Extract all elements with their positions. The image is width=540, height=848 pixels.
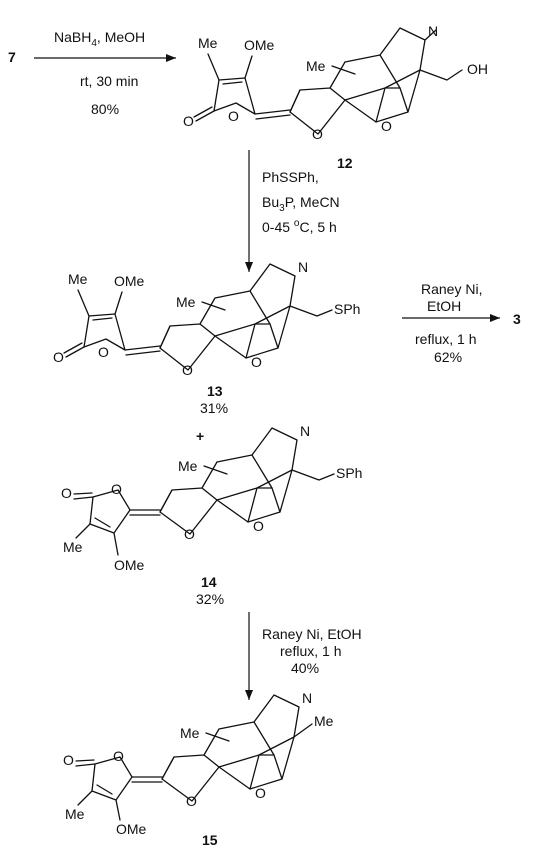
c14-me-label: Me	[63, 539, 83, 555]
step2-reagent2: Bu3P, MeCN	[262, 194, 340, 214]
c12-me-label: Me	[198, 35, 218, 51]
step4-reagent: Raney Ni, EtOH	[262, 626, 362, 642]
c13-carbonyl-o: O	[53, 349, 64, 365]
compound-3-label: 3	[513, 311, 521, 327]
step4-arrowhead	[245, 690, 253, 700]
c12-n-label: N	[428, 23, 438, 39]
c14-n-label: N	[300, 423, 310, 439]
c14-sph-label: SPh	[336, 465, 362, 481]
compound-7-label: 7	[8, 49, 16, 65]
c13-me-label: Me	[68, 271, 88, 287]
c12-carbonyl-o: O	[183, 113, 194, 129]
compound-13-structure	[63, 263, 333, 371]
compound-12-structure	[193, 27, 463, 135]
compound-15-label: 15	[202, 832, 218, 848]
compound-14-structure	[73, 427, 335, 556]
c15-carbonyl-o: O	[63, 752, 74, 768]
step2-conditions: 0-45 oC, 5 h	[262, 218, 337, 235]
c13-ome-label: OMe	[114, 273, 145, 289]
c15-ether-o2: O	[255, 785, 266, 801]
c14-ring-o: O	[111, 481, 122, 497]
c15-ome-label: OMe	[116, 821, 147, 837]
c13-ether-o2: O	[251, 354, 262, 370]
c15-me2-label: Me	[180, 725, 200, 741]
step1-reagent: NaBH4, MeOH	[54, 29, 145, 49]
step4-yield: 40%	[291, 660, 319, 676]
c13-ether-o: O	[182, 362, 193, 378]
compound-14-label: 14	[201, 574, 217, 590]
c13-n-label: N	[298, 259, 308, 275]
c14-carbonyl-o: O	[61, 485, 72, 501]
c14-me2-label: Me	[178, 458, 198, 474]
step1-yield: 80%	[91, 101, 119, 117]
step3-conditions: reflux, 1 h	[415, 331, 476, 347]
step4-conditions: reflux, 1 h	[280, 643, 341, 659]
c13-me2-label: Me	[176, 294, 196, 310]
c15-me3-label: Me	[314, 713, 334, 729]
c13-ring-o: O	[98, 344, 109, 360]
step3-arrowhead	[490, 314, 500, 322]
step1-conditions: rt, 30 min	[80, 73, 138, 89]
c14-ome-label: OMe	[114, 557, 145, 573]
c15-me-label: Me	[65, 806, 85, 822]
compound-13-yield: 31%	[200, 400, 228, 416]
c14-ether-o: O	[184, 526, 195, 542]
c12-me2-label: Me	[306, 58, 326, 74]
c15-ether-o: O	[186, 793, 197, 809]
c12-ether-o2: O	[381, 118, 392, 134]
c12-oh-label: OH	[467, 61, 488, 77]
step1-arrowhead	[166, 54, 176, 62]
c14-ether-o2: O	[253, 518, 264, 534]
step2-arrowhead	[245, 262, 253, 272]
step2-reagent1: PhSSPh,	[262, 169, 319, 185]
compound-14-yield: 32%	[196, 591, 224, 607]
step3-reagent1: Raney Ni,	[421, 281, 482, 297]
c13-sph-label: SPh	[334, 301, 360, 317]
c12-ether-o: O	[312, 126, 323, 142]
compound-13-label: 13	[207, 383, 223, 399]
step3-yield: 62%	[434, 349, 462, 365]
c12-ome-label: OMe	[244, 37, 275, 53]
plus-sign: +	[196, 428, 204, 444]
c15-n-label: N	[302, 690, 312, 706]
c12-ring-o: O	[228, 108, 239, 124]
compound-15-structure	[75, 694, 313, 821]
compound-12-label: 12	[337, 155, 353, 171]
c15-ring-o: O	[113, 748, 124, 764]
step3-reagent2: EtOH	[427, 298, 461, 314]
